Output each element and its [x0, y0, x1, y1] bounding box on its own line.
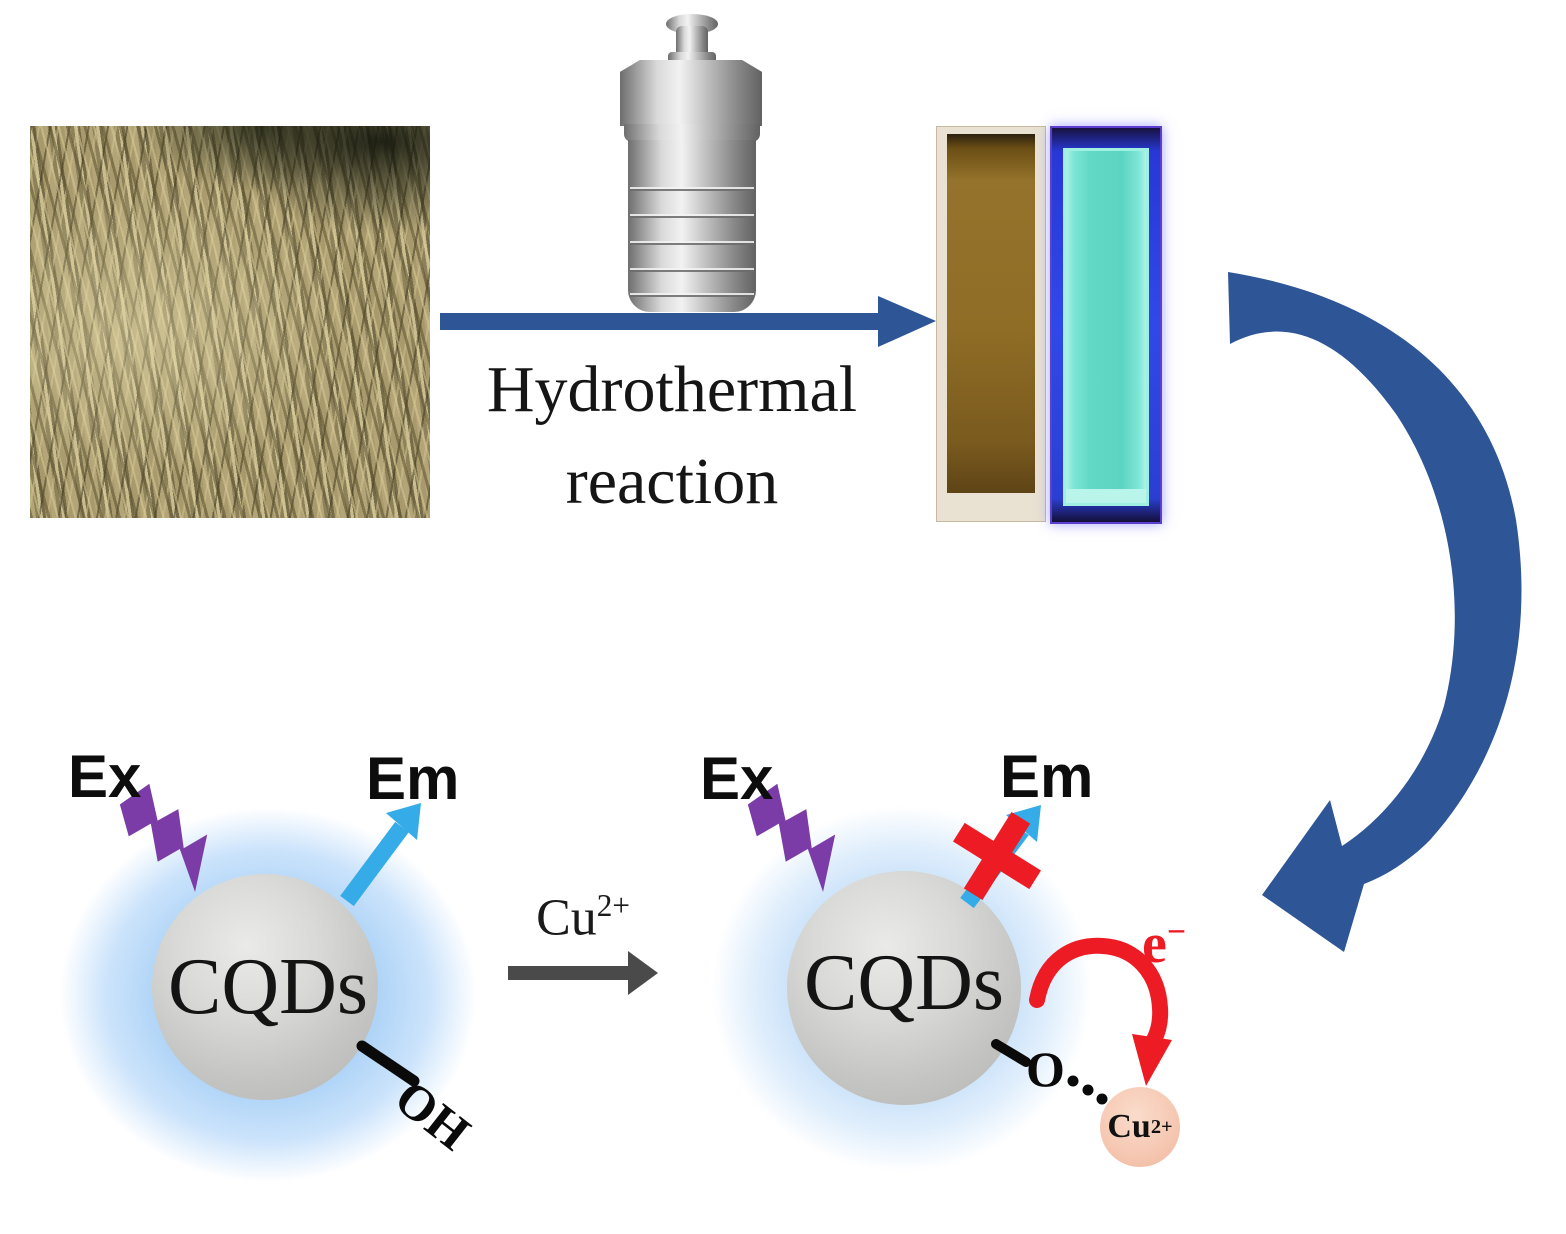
emission-arrow-left-head	[386, 803, 421, 840]
reaction-label-line2: reaction	[565, 445, 779, 518]
autoclave-groove	[630, 214, 754, 218]
emission-label-left: Em	[366, 745, 460, 812]
electron-transfer-arc	[1029, 937, 1169, 1048]
oxygen-atom-label: O	[1026, 1041, 1065, 1097]
autoclave-shoulder	[624, 124, 760, 142]
electron-symbol: e	[1142, 913, 1167, 975]
cu-ion-charge: 2+	[1150, 1115, 1173, 1138]
cyan-fluorescent-solution	[1063, 148, 1149, 506]
oxygen-bond-line	[991, 1039, 1031, 1067]
cqd-core-label-left: CQDs	[167, 943, 369, 1031]
corn-straw-photo	[30, 126, 430, 518]
cu-ion-symbol: Cu	[1107, 1108, 1151, 1145]
coordination-dot	[1082, 1084, 1094, 1096]
excitation-bolt-left-icon	[119, 783, 208, 892]
curved-flow-arrow-icon	[1228, 272, 1522, 952]
autoclave-cap	[620, 60, 762, 126]
emission-label-right: Em	[1000, 743, 1094, 810]
brown-solution	[947, 134, 1035, 493]
excitation-label-right: Ex	[700, 745, 774, 812]
emission-arrow-left-shaft	[340, 821, 409, 907]
cu-symbol: Cu	[536, 889, 597, 947]
autoclave-body	[628, 140, 756, 312]
reaction-label-line1: Hydrothermal	[486, 353, 858, 426]
autoclave-groove	[630, 293, 754, 297]
quench-x-bar2	[963, 812, 1031, 900]
cu-addition-arrow-icon	[508, 951, 658, 995]
cu-charge: 2+	[596, 888, 630, 923]
hydrothermal-arrow-icon	[440, 296, 936, 347]
cqd-sphere-left	[152, 874, 378, 1100]
cuvette-uv-bright-base	[1066, 489, 1146, 503]
excitation-label-left: Ex	[68, 743, 142, 810]
coordination-dot	[1067, 1075, 1079, 1087]
cuvette-daylight	[936, 126, 1046, 522]
autoclave-groove	[630, 241, 754, 245]
autoclave-groove	[630, 187, 754, 191]
cu-ion-arrow-label: Cu2+	[498, 888, 668, 947]
hydroxyl-bond-line	[356, 1040, 420, 1087]
electron-charge: −	[1166, 913, 1186, 951]
cqd-sphere-right	[787, 871, 1021, 1105]
coordination-dot	[1096, 1093, 1108, 1105]
reaction-label: Hydrothermal reaction	[442, 344, 902, 528]
autoclave-groove	[630, 268, 754, 272]
cqd-core-label-right: CQDs	[803, 939, 1005, 1027]
electron-label: e−	[1142, 912, 1186, 976]
electron-transfer-arrowhead	[1132, 1034, 1172, 1086]
cuvette-uv	[1050, 126, 1162, 524]
excitation-bolt-right-icon	[747, 783, 836, 892]
